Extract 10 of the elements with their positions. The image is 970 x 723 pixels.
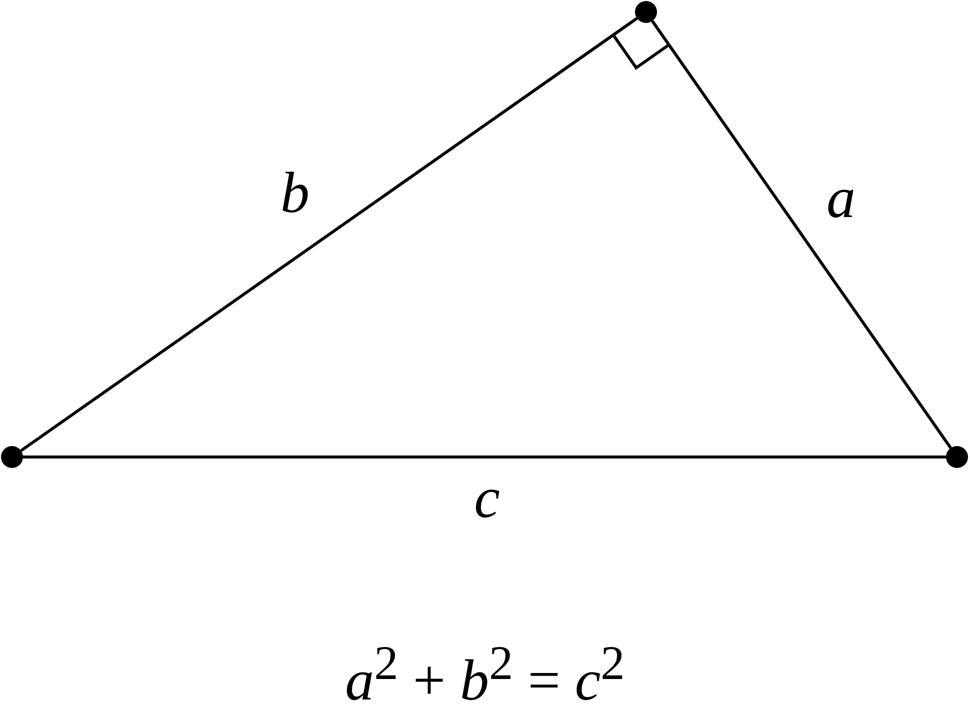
triangle-side: [23, 456, 946, 458]
vertex-dot: [635, 1, 657, 23]
vertex-dot: [946, 446, 968, 468]
vertex-dot: [1, 446, 23, 468]
triangle-side: [20, 17, 638, 452]
triangle-side: [651, 20, 952, 449]
side-label: c: [474, 469, 500, 527]
equation: a$^{2}$ + b$^{2}$ = c$^{2}$: [345, 640, 625, 710]
side-label: b: [280, 164, 310, 222]
side-label: a: [826, 169, 856, 227]
